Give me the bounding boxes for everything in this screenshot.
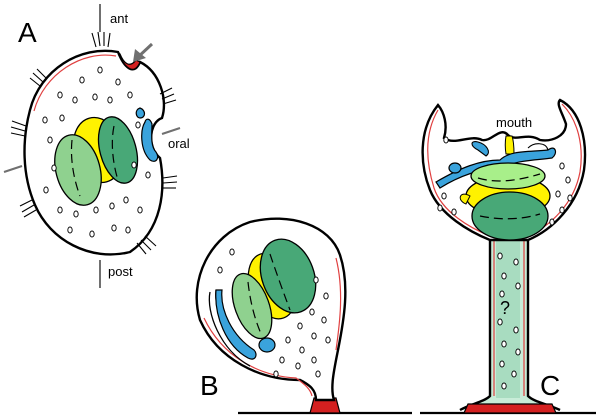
oral-lip-c [527,143,549,151]
macronucleus-light-a [54,134,102,206]
oral-vacuole-c2 [471,141,489,157]
panel-b: B [195,217,412,415]
oral-groove-b [208,291,251,367]
panel-a: A ant oral post [3,4,190,288]
stalk-right-edge [526,240,561,412]
divide-line-c1 [477,173,541,182]
cytoplasm-dots-c [437,136,573,390]
cytoplasm-dots-a [42,66,151,238]
divide-line-b1 [247,281,263,337]
divide-line-a1 [70,139,81,197]
stalk-left-edge [459,240,492,412]
pellicle-b2 [335,257,342,351]
pellicle-a [33,54,117,112]
side-reference-line [3,165,23,173]
cytoplasm-dots-b [217,248,331,378]
oral-apparatus-b [215,289,257,360]
panel-a-letter: A [18,17,37,48]
divide-line-c2 [479,213,541,220]
macronucleus-light-c [470,162,546,190]
arrow-indicator [133,42,154,62]
attachment-disc-c [463,403,557,414]
pellicle-c-right [527,103,582,237]
label-unknown: ? [500,298,510,318]
label-post: post [108,264,133,279]
macronucleus-dark-c [471,191,549,241]
oral-vacuole-b [258,337,276,353]
label-mouth: mouth [496,115,532,130]
panel-b-letter: B [200,370,219,401]
cytostome-c [504,135,515,155]
label-ant: ant [110,11,128,26]
pellicle-c-left [427,109,491,237]
panel-c-letter: C [540,370,560,401]
macronucleus-dark-b [259,238,317,314]
macronucleus-dark-a [97,116,139,184]
cilia-a [10,31,178,255]
micronucleus-lobe-c [459,193,471,205]
divide-line-b2 [269,253,291,311]
pellicle-b [203,317,313,397]
oral-vacuole-a [135,107,146,119]
divide-line-a2 [111,125,119,181]
macronucleus-light-b [231,272,273,340]
oral-apparatus-a [141,118,159,162]
oral-vacuole-c1 [448,162,462,174]
attachment-disc-b [309,397,341,414]
label-oral: oral [168,136,190,151]
oral-reference-line [161,127,181,135]
panel-c: C mouth ? [420,98,596,415]
